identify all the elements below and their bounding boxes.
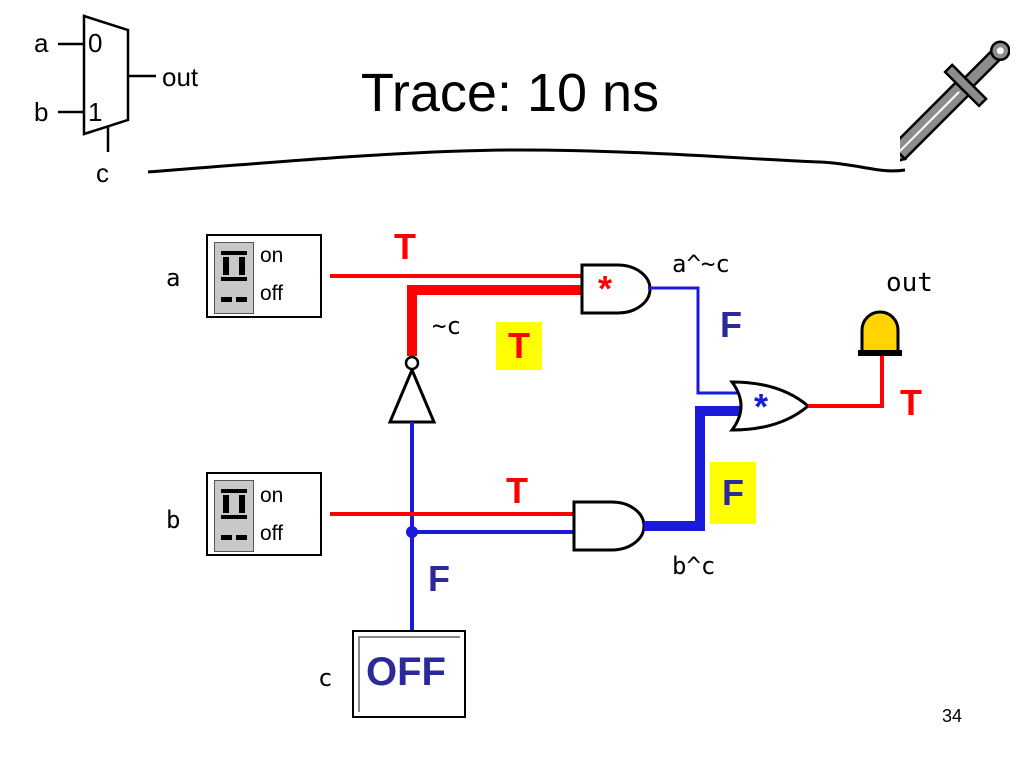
mux-output-label: out (162, 62, 199, 92)
wire-out (808, 354, 884, 408)
mux-sel0-label: 0 (88, 28, 103, 58)
and-gate-top (580, 263, 652, 315)
switch-a-on-label: on (260, 244, 284, 267)
switch-a-name: a (166, 264, 181, 292)
switch-c-state: OFF (366, 650, 446, 694)
wire-label-b-and-c: b^c (672, 552, 716, 580)
wire-label-not-c: ~c (432, 312, 461, 340)
mux-select-label: c (96, 158, 109, 188)
wire-label-a-and-not-c: a^~c (672, 250, 730, 278)
switch-c-name: c (318, 664, 333, 692)
switch-a-off-label: off (260, 282, 283, 305)
signal-a-and-not-c-value: F (720, 304, 742, 345)
signal-a-value: T (394, 226, 416, 267)
signal-out-value: T (900, 382, 922, 423)
mux-input-b-label: b (34, 97, 49, 127)
slide-title: Trace: 10 ns (360, 63, 660, 123)
switch-a-toggle[interactable] (214, 242, 254, 314)
signal-b-and-c-value: F (710, 462, 756, 524)
signal-not-c-value: T (496, 322, 542, 370)
switch-b-toggle[interactable] (214, 480, 254, 552)
mux-body (82, 14, 130, 136)
switch-b-name: b (166, 506, 181, 534)
wire-not-c (407, 285, 582, 356)
signal-b-value: T (506, 470, 528, 511)
sword-icon (900, 40, 1010, 166)
title-underline (147, 148, 906, 174)
mux-drawing (58, 14, 156, 152)
or-marker: * (754, 386, 769, 427)
wire-label-out: out (886, 268, 933, 298)
mux-sel1-label: 1 (88, 97, 103, 127)
signal-c-value: F (428, 558, 450, 599)
switch-b-on-label: on (260, 484, 284, 507)
switch-b-off-label: off (260, 522, 283, 545)
mux-input-a-label: a (34, 28, 49, 58)
led-base (858, 350, 902, 356)
wire-b-and-c (644, 406, 742, 531)
page-number: 34 (941, 706, 962, 726)
wire-a-and-not-c (648, 286, 742, 395)
not-gate-bubble (404, 355, 420, 371)
switch-toggle-icon (221, 489, 247, 540)
not-gate (387, 366, 437, 424)
switch-toggle-icon (221, 251, 247, 302)
switch-a[interactable]: on off (206, 234, 322, 318)
switch-c[interactable]: OFF (352, 630, 466, 718)
and-top-marker: * (598, 268, 613, 309)
or-gate (729, 380, 811, 432)
led-icon (860, 310, 900, 356)
switch-b[interactable]: on off (206, 472, 322, 556)
and-gate-bottom (572, 500, 646, 552)
